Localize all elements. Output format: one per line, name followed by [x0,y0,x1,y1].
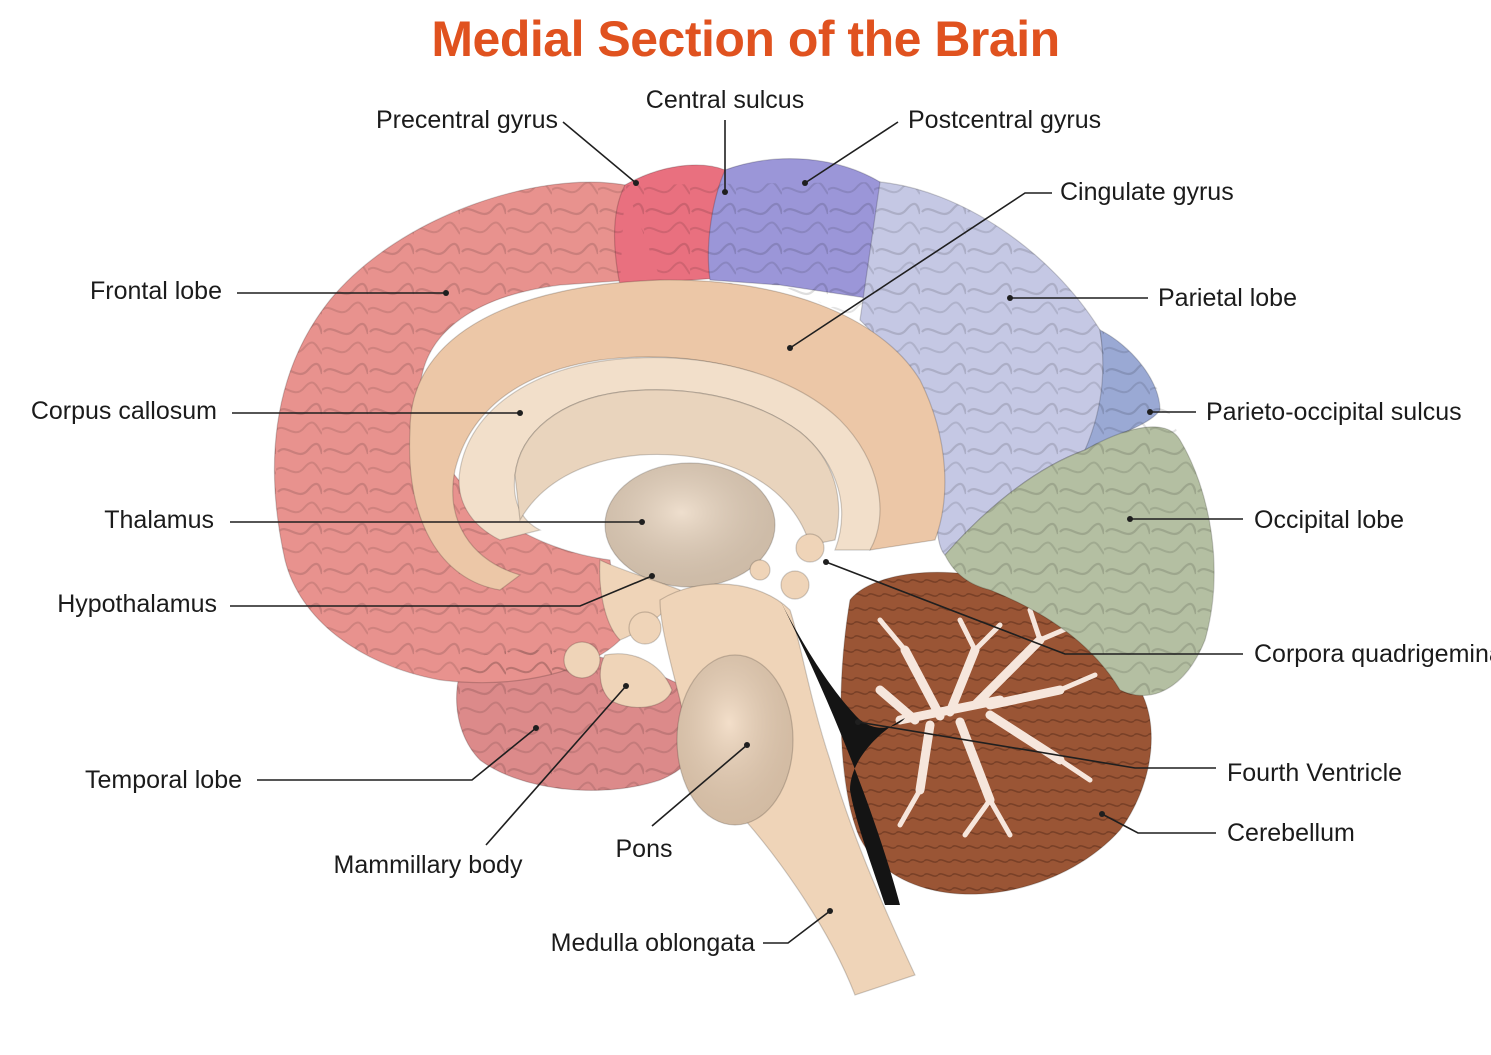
label-fourth-ventricle: Fourth Ventricle [1227,759,1402,787]
label-corpora-quadrigemina: Corpora quadrigemina [1254,640,1491,668]
mammillary-body-shape [628,611,662,645]
pointer-cingulate-gyrus [787,345,793,351]
pituitary-region [599,653,673,708]
leader-fourth-ventricle [857,721,1216,769]
cerebellum-shape [840,571,1152,895]
lateral-ventricle-region [514,389,840,546]
label-corpus-callosum: Corpus callosum [31,397,217,425]
pointer-precentral-gyrus [633,180,639,186]
pointer-mammillary-body [623,683,629,689]
pointer-fourth-ventricle [855,719,861,725]
label-cingulate-gyrus: Cingulate gyrus [1060,178,1234,206]
leader-cerebellum [1101,813,1216,834]
label-pons: Pons [616,835,673,863]
pointer-hypothalamus [649,573,655,579]
pointer-corpus-callosum [517,410,523,416]
diencephalon-brainstem [563,462,916,996]
label-postcentral-gyrus: Postcentral gyrus [908,106,1101,134]
label-precentral-gyrus: Precentral gyrus [376,106,558,134]
pointer-postcentral-gyrus [802,180,808,186]
label-parietal-lobe: Parietal lobe [1158,284,1297,312]
colliculus-inferior [780,570,810,600]
page-title: Medial Section of the Brain [431,11,1060,67]
label-thalamus: Thalamus [104,506,214,534]
leader-mammillary-body [485,685,627,846]
label-hypothalamus: Hypothalamus [57,590,217,618]
label-cerebellum: Cerebellum [1227,819,1355,847]
label-central-sulcus: Central sulcus [646,86,804,114]
leader-temporal-lobe [257,727,537,781]
leader-precentral-gyrus [562,121,637,184]
pointer-central-sulcus [722,189,728,195]
leader-cingulate-gyrus [789,192,1052,349]
leader-lines [230,120,1243,944]
pointer-frontal-lobe [443,290,449,296]
leader-hypothalamus [230,575,653,607]
pointer-medulla-oblongata [827,908,833,914]
optic-chiasm-shape [563,641,601,679]
pointer-occipital-lobe [1127,516,1133,522]
leader-medulla-oblongata [763,910,831,944]
label-medulla-oblongata: Medulla oblongata [551,929,755,957]
leader-corpora-quadrigemina [825,561,1243,655]
label-temporal-lobe: Temporal lobe [85,766,242,794]
corpus-callosum-region [458,357,881,551]
pointer-temporal-lobe [533,725,539,731]
structure-labels: Precentral gyrus Central sulcus Postcent… [31,86,1491,957]
pointer-parieto-occipital-sulcus [1147,409,1153,415]
label-mammillary-body: Mammillary body [334,851,523,879]
pointer-corpora-quadrigemina [823,559,829,565]
arbor-vitae [875,607,1098,838]
leader-pons [651,744,748,827]
label-frontal-lobe: Frontal lobe [90,277,222,305]
pointer-pons [744,742,750,748]
leader-postcentral-gyrus [804,121,899,184]
colliculus-superior [795,533,825,563]
pointer-cerebellum [1099,811,1105,817]
colliculus-small [749,559,771,581]
label-parieto-occipital-sulcus: Parieto-occipital sulcus [1206,398,1462,426]
fourth-ventricle-region [780,600,905,905]
pointer-parietal-lobe [1007,295,1013,301]
pointer-thalamus [639,519,645,525]
cerebral-cortex [273,158,1215,792]
label-occipital-lobe: Occipital lobe [1254,506,1404,534]
limbic-band [408,279,946,591]
